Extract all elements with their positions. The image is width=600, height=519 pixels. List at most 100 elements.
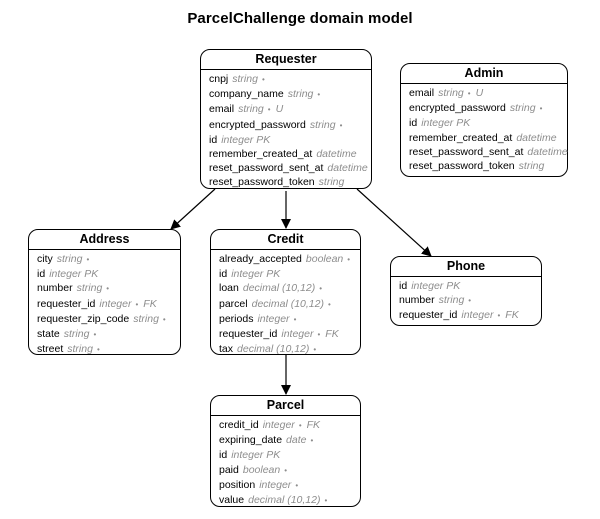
required-dot: • — [497, 311, 501, 321]
attribute-type: string — [56, 253, 83, 265]
attribute-name: id — [219, 268, 228, 281]
attribute-type: string — [518, 160, 545, 173]
attribute-name: periods — [219, 312, 254, 325]
edge-requester-phone — [356, 188, 432, 257]
required-dot: • — [106, 284, 110, 294]
attribute-type: date — [286, 434, 307, 447]
attribute-name: encrypted_password — [409, 102, 506, 115]
required-dot: • — [467, 89, 471, 98]
required-dot: • — [310, 436, 314, 446]
attribute-key: U — [275, 103, 284, 116]
attribute-type: boolean — [305, 253, 344, 265]
attribute-name: street — [37, 343, 64, 356]
attribute-type: string — [287, 88, 314, 101]
attribute-name: position — [219, 478, 256, 491]
attribute-type: datetime — [516, 131, 557, 144]
attribute-key: FK — [325, 328, 339, 341]
attribute-name: id — [209, 133, 218, 146]
attribute-name: cnpj — [209, 73, 229, 85]
required-dot: • — [339, 120, 343, 130]
attribute-type: integer — [257, 312, 290, 325]
required-dot: • — [96, 345, 100, 355]
attribute-name: credit_id — [219, 419, 259, 431]
attribute-key: FK — [143, 297, 157, 310]
attribute-type: integer — [99, 297, 132, 310]
diagram-title: ParcelChallenge domain model — [187, 10, 413, 27]
attribute-name: id — [409, 117, 418, 130]
attribute-type: string — [438, 294, 465, 307]
required-dot: • — [298, 421, 302, 430]
required-dot: • — [293, 314, 297, 324]
entity-requester-header: Requester — [201, 50, 371, 70]
attribute-name: id — [37, 268, 46, 281]
attribute-type: datetime — [327, 162, 368, 175]
attribute-type: integer — [262, 419, 295, 431]
required-dot: • — [267, 105, 271, 115]
required-dot: • — [317, 330, 321, 340]
entity-address-header: Address — [29, 230, 180, 250]
attribute-type: decimal (10,12) — [251, 297, 324, 310]
attribute-name: parcel — [219, 297, 248, 310]
attribute-key: FK — [306, 419, 321, 431]
required-dot: • — [539, 104, 543, 114]
entity-admin-header: Admin — [401, 64, 567, 84]
attribute-type: integer PK — [231, 268, 281, 281]
attribute-name: state — [37, 328, 60, 341]
required-dot: • — [327, 299, 331, 309]
attribute-name: reset_password_sent_at — [409, 145, 524, 158]
attribute-name: requester_id — [37, 297, 96, 310]
required-dot: • — [313, 345, 317, 355]
attribute-type: datetime — [316, 148, 357, 161]
attribute-name: company_name — [209, 88, 284, 101]
attribute-type: integer — [281, 328, 314, 341]
attribute-type: decimal (10,12) — [237, 343, 310, 356]
required-dot: • — [317, 90, 321, 100]
attribute-name: reset_password_token — [409, 160, 515, 173]
attribute-type: string — [309, 118, 336, 131]
attribute-type: datetime — [527, 145, 568, 158]
attribute-name: id — [399, 280, 408, 292]
attribute-type: string — [438, 87, 464, 99]
attribute-type: integer PK — [231, 449, 281, 462]
attribute-name: requester_zip_code — [37, 312, 130, 325]
attribute-name: number — [37, 282, 73, 295]
attribute-name: reset_password_sent_at — [209, 162, 324, 175]
attribute-type: integer PK — [49, 268, 99, 281]
attribute-type: string — [63, 328, 90, 341]
attribute-name: email — [409, 87, 435, 99]
required-dot: • — [319, 284, 323, 294]
